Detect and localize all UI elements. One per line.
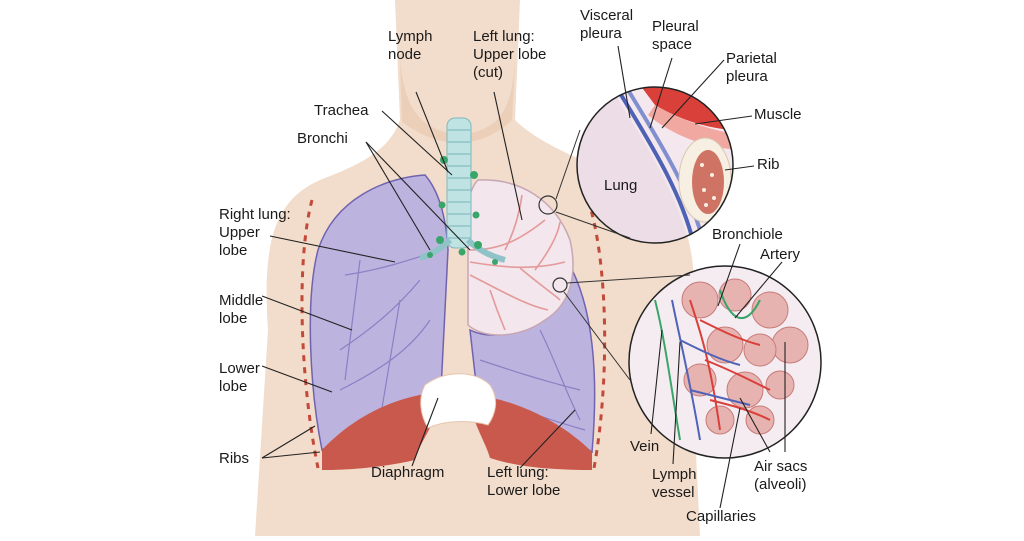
bronchial-tree <box>469 194 566 331</box>
label-visceral-pleura: Visceral pleura <box>580 7 634 42</box>
zoom-marker-bottom <box>552 277 568 293</box>
pleura-detail-ring <box>576 86 734 244</box>
label-lower-lobe: Lower lobe <box>219 360 260 395</box>
label-vein: Vein <box>630 438 660 455</box>
label-bronchiole: Bronchiole <box>712 226 783 243</box>
diaphragm-center <box>420 373 497 429</box>
label-ribs: Ribs <box>219 450 250 467</box>
label-diaphragm: Diaphragm <box>371 464 445 481</box>
label-lung: Lung <box>604 177 638 194</box>
label-capillaries: Capillaries <box>686 508 757 525</box>
label-air-sacs: Air sacs (alveoli) <box>754 458 808 493</box>
label-lymph-node: Lymph node <box>388 28 433 63</box>
label-right-lung-upper-lobe: Right lung: Upper lobe <box>219 206 291 259</box>
label-middle-lobe: Middle lobe <box>219 292 264 327</box>
diaphragm-muscle-left <box>470 395 592 470</box>
label-artery: Artery <box>760 246 801 263</box>
alveoli-detail-ring <box>628 265 822 459</box>
label-bronchi: Bronchi <box>297 130 348 147</box>
label-trachea: Trachea <box>314 102 369 119</box>
diaphragm-muscle-right <box>322 392 440 470</box>
pleura-detail <box>577 87 733 243</box>
zoom-connectors <box>555 129 691 381</box>
label-left-lung-lower-lobe: Left lung: Lower lobe <box>487 464 561 499</box>
label-muscle: Muscle <box>754 106 802 123</box>
alveoli-detail <box>629 266 821 458</box>
leader-lines <box>261 45 786 509</box>
zoom-marker-top <box>538 195 558 215</box>
label-left-lung-upper-lobe: Left lung: Upper lobe (cut) <box>473 28 547 81</box>
label-lymph-vessel: Lymph vessel <box>652 466 697 501</box>
label-pleural-space: Pleural space <box>652 18 699 53</box>
label-rib: Rib <box>757 156 780 173</box>
label-parietal-pleura: Parietal pleura <box>726 50 777 85</box>
